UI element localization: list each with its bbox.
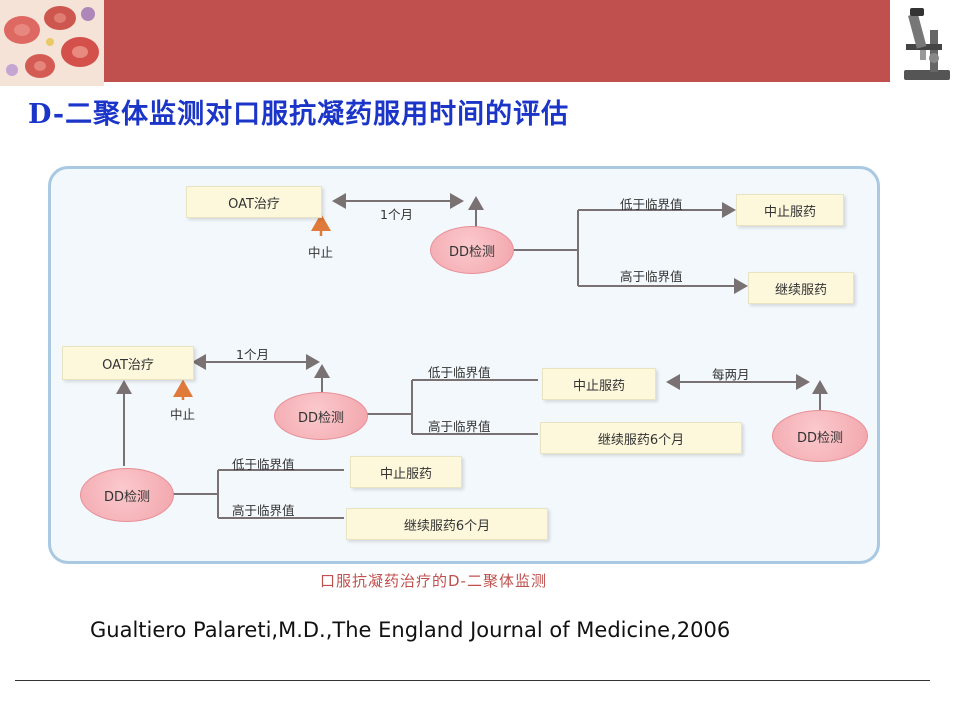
below-label-left: 低于临界值 xyxy=(232,457,295,472)
below-label-mid: 低于临界值 xyxy=(428,365,491,380)
stop-label-top: 中止 xyxy=(308,245,334,260)
stop-drug-box-top: 中止服药 xyxy=(736,194,844,226)
stop-label-bottom: 中止 xyxy=(170,407,196,422)
above-label-mid: 高于临界值 xyxy=(428,419,491,434)
footer-divider xyxy=(15,680,930,681)
interval-label-top: 1个月 xyxy=(380,207,413,222)
continue-drug-box-top: 继续服药 xyxy=(748,272,854,304)
stop-drug-box-mid: 中止服药 xyxy=(542,368,656,400)
continue-drug-box-left: 继续服药6个月 xyxy=(346,508,548,540)
dd-node-right: DD检测 xyxy=(772,410,868,462)
continue-drug-box-mid: 继续服药6个月 xyxy=(540,422,742,454)
every-two-months-label: 每两月 xyxy=(712,367,750,382)
citation-text: Gualtiero Palareti,M.D.,The England Jour… xyxy=(90,618,731,642)
slide-title: D-二聚体监测对口服抗凝药服用时间的评估 xyxy=(28,99,570,130)
microscope-image xyxy=(890,0,960,86)
above-label-left: 高于临界值 xyxy=(232,503,295,518)
below-label-top: 低于临界值 xyxy=(620,197,683,212)
dd-node-left: DD检测 xyxy=(80,468,174,522)
dd-node-top: DD检测 xyxy=(430,226,514,274)
oat-box-top: OAT治疗 xyxy=(186,186,322,218)
above-label-top: 高于临界值 xyxy=(620,269,683,284)
figure-caption: 口服抗凝药治疗的D-二聚体监测 xyxy=(320,572,547,590)
blood-cells-image xyxy=(0,0,104,86)
header-band xyxy=(104,0,890,82)
stop-drug-box-left: 中止服药 xyxy=(350,456,462,488)
dd-node-mid: DD检测 xyxy=(274,392,368,440)
oat-box-bottom: OAT治疗 xyxy=(62,346,194,380)
interval-label-bottom: 1个月 xyxy=(236,347,269,362)
